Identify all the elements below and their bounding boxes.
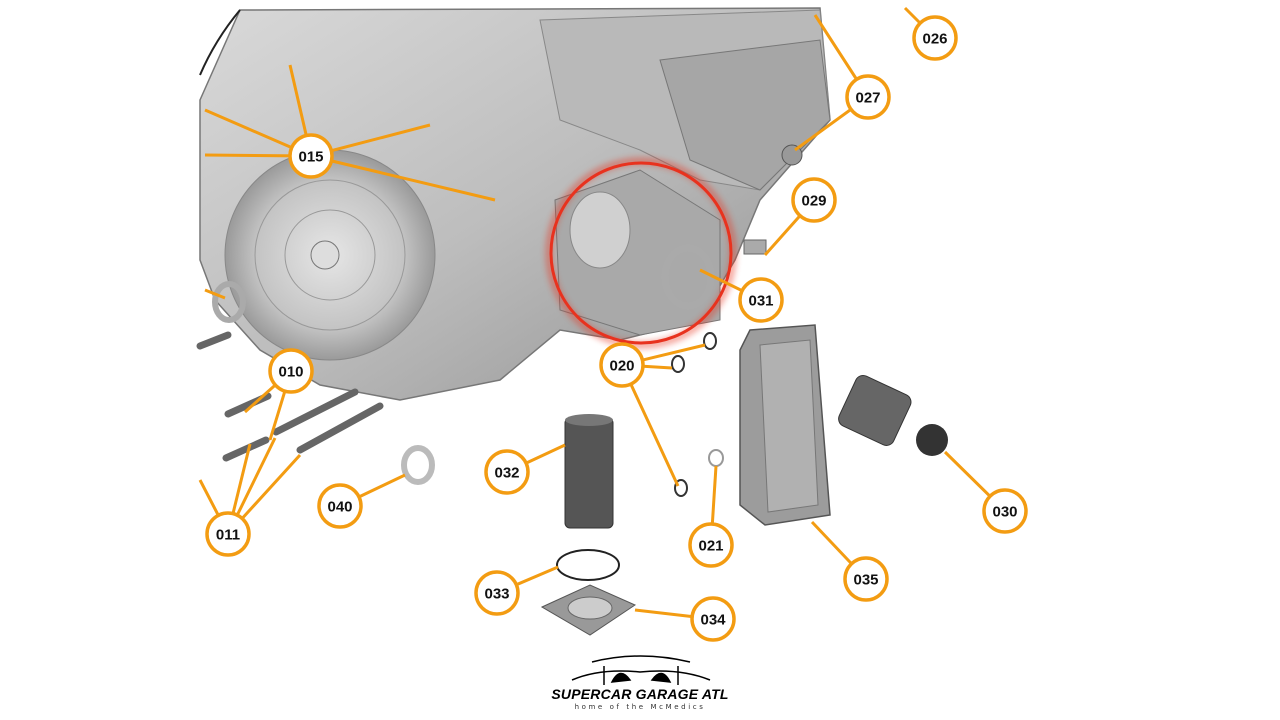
svg-text:020: 020	[609, 358, 634, 375]
svg-text:040: 040	[327, 499, 352, 516]
transmission-housing	[199, 7, 831, 401]
logo: SUPERCAR GARAGE ATL home of the McMedics	[548, 652, 732, 711]
callout-035: 035	[843, 556, 889, 602]
svg-text:026: 026	[922, 31, 947, 48]
svg-text:032: 032	[494, 465, 519, 482]
svg-text:027: 027	[855, 90, 880, 107]
svg-text:021: 021	[698, 538, 723, 555]
svg-text:015: 015	[298, 149, 323, 166]
svg-text:030: 030	[992, 504, 1017, 521]
logo-title: SUPERCAR GARAGE ATL	[551, 686, 729, 702]
loose-parts	[196, 144, 948, 636]
svg-text:010: 010	[278, 364, 303, 381]
callout-015: 015	[288, 133, 334, 179]
svg-text:029: 029	[801, 193, 826, 210]
callout-021: 021	[688, 522, 734, 568]
callout-032: 032	[484, 449, 530, 495]
logo-subtitle: home of the McMedics	[574, 703, 706, 711]
callout-031: 031	[738, 277, 784, 323]
svg-text:034: 034	[700, 612, 726, 629]
svg-text:011: 011	[216, 527, 240, 544]
callout-010: 010	[268, 348, 314, 394]
callout-040: 040	[317, 483, 363, 529]
callout-027: 027	[845, 74, 891, 120]
callout-034: 034	[690, 596, 736, 642]
callout-030: 030	[982, 488, 1028, 534]
highlight-circle	[545, 157, 737, 349]
callout-029: 029	[791, 177, 837, 223]
svg-text:031: 031	[748, 293, 773, 310]
callout-020: 020	[599, 342, 645, 388]
svg-text:033: 033	[484, 586, 509, 603]
callout-011: 011	[205, 511, 251, 557]
logo-car-icon	[571, 655, 711, 685]
callout-033: 033	[474, 570, 520, 616]
callout-026: 026	[912, 15, 958, 61]
svg-text:035: 035	[853, 572, 878, 589]
